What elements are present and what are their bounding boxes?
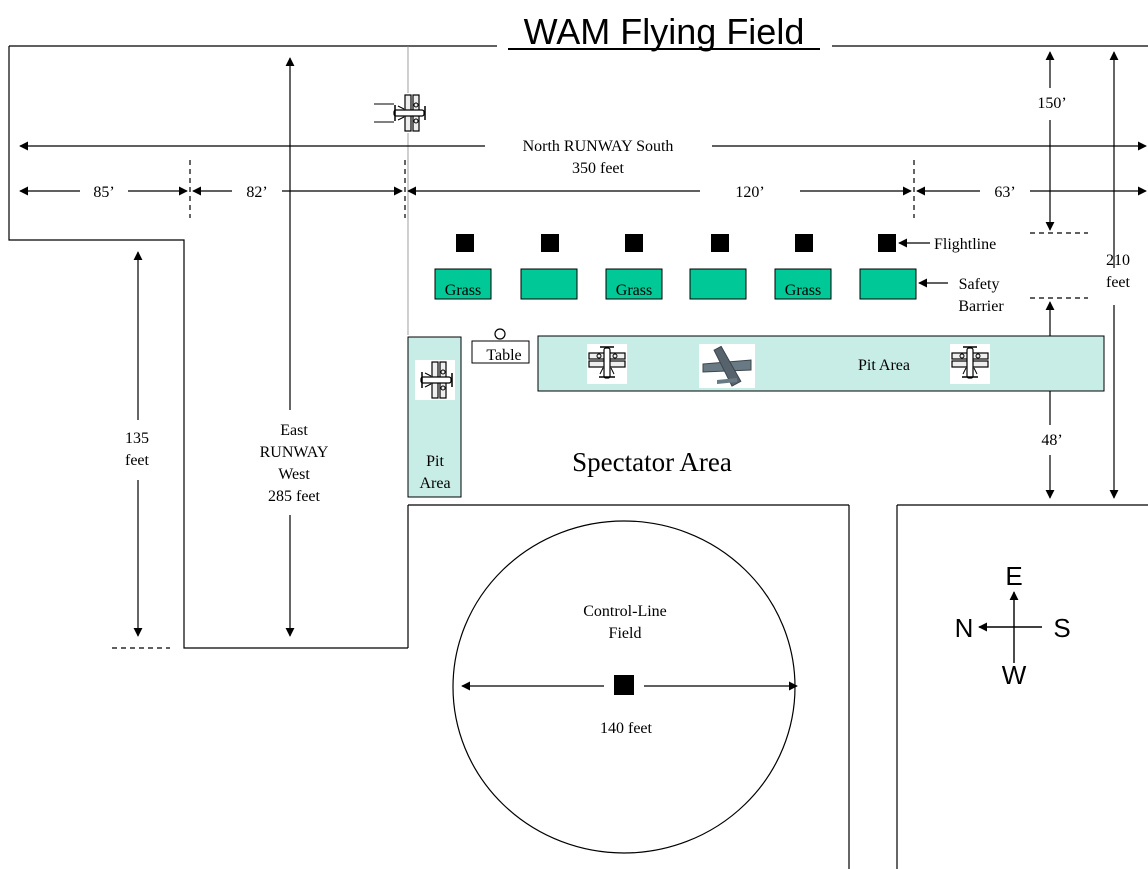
safety-barrier xyxy=(434,268,917,300)
grass-label-3: Grass xyxy=(785,282,821,299)
control-line-label-1: Control-Line xyxy=(583,603,667,620)
dim-210-label: 210 xyxy=(1106,252,1130,269)
compass-south: S xyxy=(1053,613,1070,643)
compass-north: N xyxy=(955,613,974,643)
flightline-markers xyxy=(456,234,896,252)
control-line-label-2: Field xyxy=(609,625,642,642)
dim-120-label: 120’ xyxy=(735,184,764,201)
grass-label-1: Grass xyxy=(445,282,481,299)
flightline-marker xyxy=(456,234,474,252)
flightline-marker xyxy=(795,234,813,252)
compass-rose xyxy=(978,591,1042,663)
table-box xyxy=(471,340,530,364)
control-line-diameter-label: 140 feet xyxy=(600,720,653,737)
segment-dimensions xyxy=(19,160,1147,218)
barrier-segment xyxy=(434,268,492,300)
biplane-icon xyxy=(949,343,991,385)
flightline-marker xyxy=(711,234,729,252)
flightline-marker xyxy=(625,234,643,252)
dim-48-label: 48’ xyxy=(1041,432,1062,449)
spectator-area-label: Spectator Area xyxy=(572,447,732,477)
fighter-plane-icon xyxy=(699,344,755,388)
dim-150-label: 150’ xyxy=(1037,95,1066,112)
dim-82-label: 82’ xyxy=(246,184,267,201)
compass-west: W xyxy=(1002,660,1027,690)
dim-135-label: 135 xyxy=(125,430,149,447)
barrier-segment xyxy=(520,268,578,300)
runway-ew-line1: East xyxy=(280,422,308,439)
grass-label-2: Grass xyxy=(616,282,652,299)
safety-barrier-label-2: Barrier xyxy=(958,298,1004,315)
table-chair-icon xyxy=(494,328,506,340)
pit-area-label: Pit Area xyxy=(858,357,910,374)
pit-area-small-label-2: Area xyxy=(419,475,450,492)
biplane-icon xyxy=(586,343,628,385)
dim-210-unit: feet xyxy=(1106,274,1131,291)
flightline-label: Flightline xyxy=(934,236,996,253)
flightline-marker xyxy=(541,234,559,252)
barrier-segment xyxy=(689,268,747,300)
runway-350-dimension: North RUNWAY South 350 feet xyxy=(19,138,1147,177)
pit-area-main xyxy=(537,335,1105,392)
runway-ew-line2: RUNWAY xyxy=(260,444,329,461)
table-label: Table xyxy=(486,347,521,364)
control-line-center-marker xyxy=(614,675,634,695)
map-title: WAM Flying Field xyxy=(524,11,805,52)
barrier-segment xyxy=(859,268,917,300)
safety-barrier-label-1: Safety xyxy=(959,276,1000,293)
biplane-icon xyxy=(387,92,429,134)
biplane-icon xyxy=(414,359,456,401)
pit-area-small-label-1: Pit xyxy=(426,453,444,470)
flightline-marker xyxy=(878,234,896,252)
runway-ns-label: North RUNWAY South xyxy=(523,138,674,155)
dim-135-unit: feet xyxy=(125,452,150,469)
left-dimensions xyxy=(112,57,295,649)
barrier-segment xyxy=(605,268,663,300)
dim-85-label: 85’ xyxy=(93,184,114,201)
runway-ew-line3: West xyxy=(278,466,310,483)
dim-63-label: 63’ xyxy=(994,184,1015,201)
runway-ew-length: 285 feet xyxy=(268,488,321,505)
barrier-segment xyxy=(774,268,832,300)
runway-ns-length: 350 feet xyxy=(572,160,625,177)
right-dimensions xyxy=(1030,51,1119,499)
compass-east: E xyxy=(1005,561,1022,591)
